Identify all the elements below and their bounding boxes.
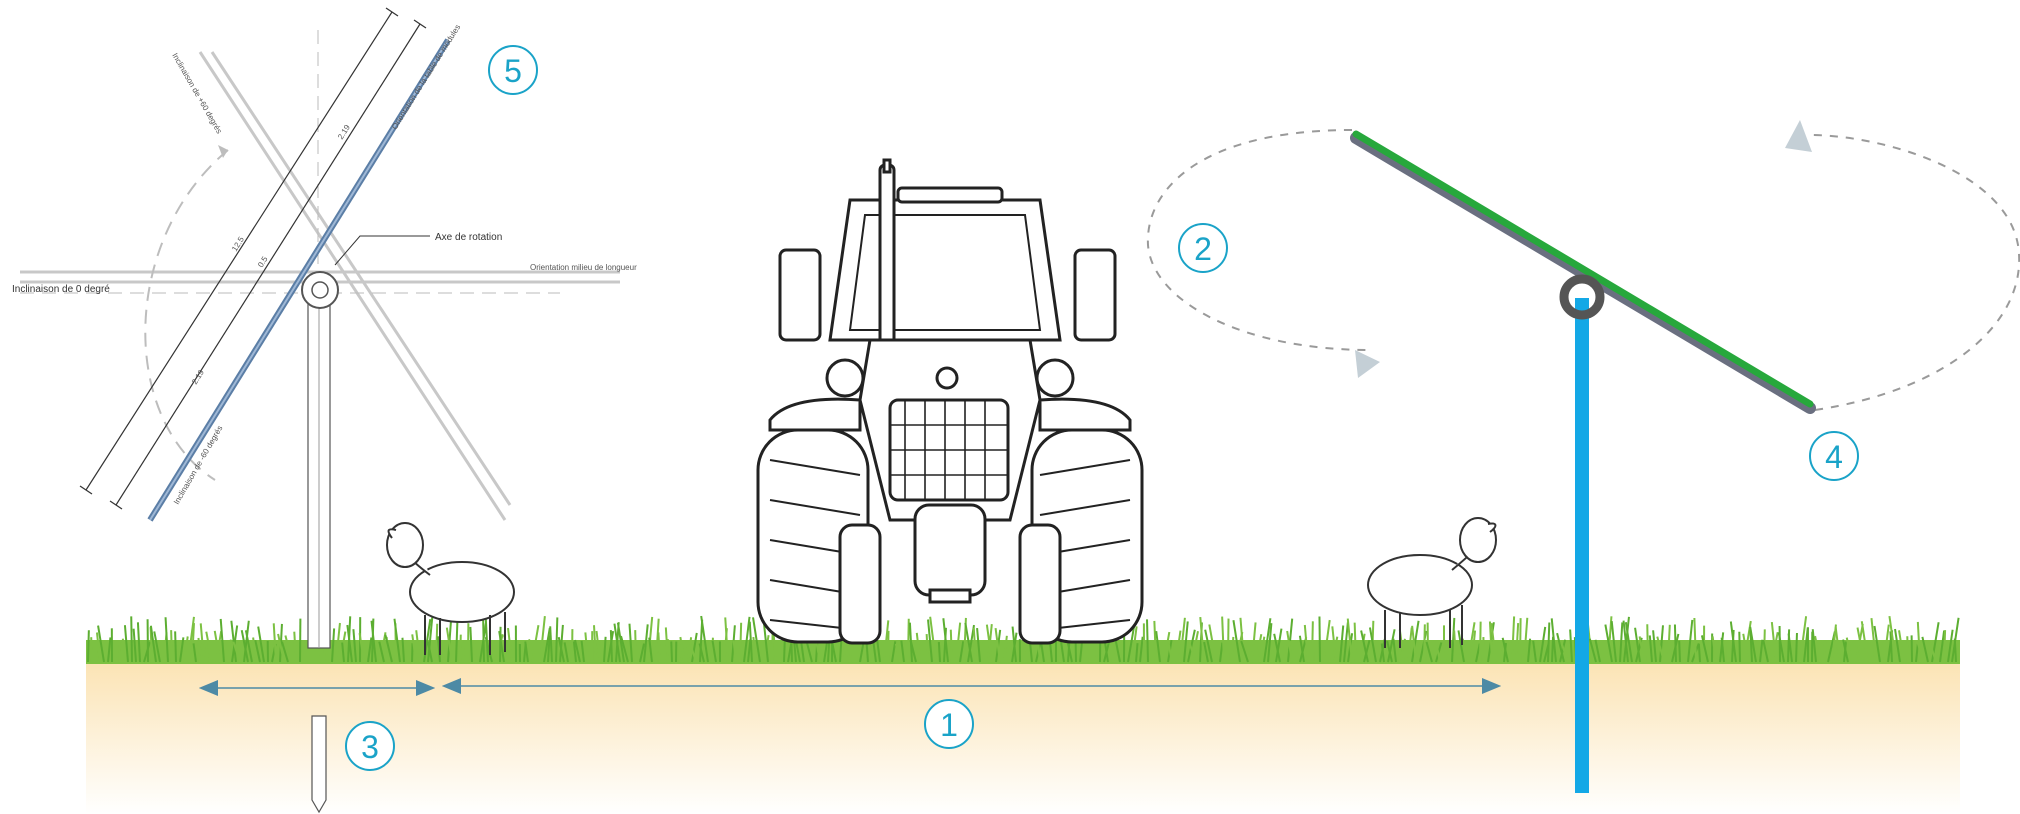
svg-text:4: 4 (1825, 439, 1843, 475)
mid-lengths-label: Orientation milieu de longueur (530, 263, 637, 272)
tractor (758, 160, 1142, 643)
marker-2: 2 (1179, 224, 1227, 272)
marker-1: 1 (925, 700, 973, 748)
zero-angle-label: Inclinaison de 0 degré (12, 284, 110, 295)
sheep-right (1368, 518, 1496, 648)
svg-text:5: 5 (504, 53, 522, 89)
panel-orientation-label: Orientation de la table de modules (390, 23, 462, 131)
dim-label-1: 2.19 (336, 123, 352, 141)
svg-text:1: 1 (940, 707, 958, 743)
dim-label-2: 2.19 (190, 368, 206, 386)
rotation-axis-label: Axe de rotation (435, 232, 502, 243)
marker-3: 3 (346, 722, 394, 770)
min-angle-label: Inclinaison de -60 degrés (172, 424, 224, 506)
svg-text:2: 2 (1194, 231, 1212, 267)
dim-label-3: 0.5 (256, 254, 270, 269)
max-angle-label: Inclinaison de +60 degrés (170, 52, 223, 136)
marker-5: 5 (489, 46, 537, 94)
marker-4: 4 (1810, 432, 1858, 480)
svg-text:3: 3 (361, 729, 379, 765)
